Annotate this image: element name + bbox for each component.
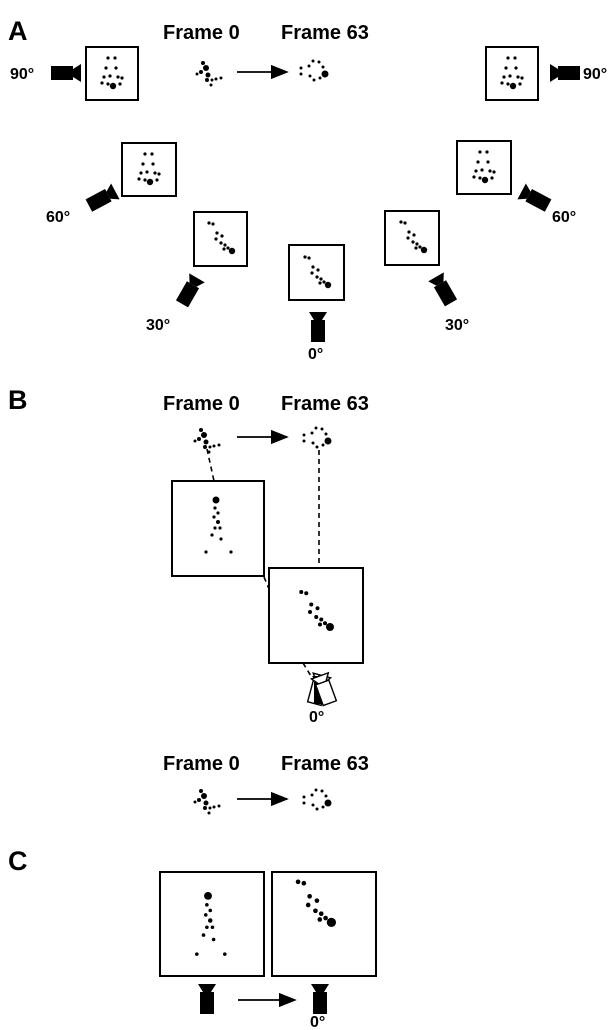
view-box-diagonal-c bbox=[271, 871, 377, 977]
angle-center-0: 0° bbox=[308, 346, 323, 363]
point-light-frame-63-a bbox=[299, 59, 329, 82]
angle-right-30: 30° bbox=[445, 317, 469, 334]
camera-right-90-icon bbox=[550, 64, 580, 82]
panel-c: Frame 0 Frame 63 C 0° bbox=[8, 753, 377, 1030]
angle-left-30: 30° bbox=[146, 317, 170, 334]
frame-0-label-c: Frame 0 bbox=[163, 753, 240, 775]
view-box-right-30 bbox=[384, 210, 440, 266]
panel-letter-c: C bbox=[8, 846, 28, 876]
camera-end-c-icon bbox=[311, 984, 329, 1014]
projection-line-frame-0 bbox=[206, 448, 215, 482]
frame-63-label-a: Frame 63 bbox=[281, 22, 369, 44]
view-box-right-90 bbox=[485, 46, 539, 101]
frame-63-label-b: Frame 63 bbox=[281, 393, 369, 415]
frame-0-label-b: Frame 0 bbox=[163, 393, 240, 415]
panel-letter-b: B bbox=[8, 385, 28, 415]
angle-b: 0° bbox=[309, 709, 324, 726]
camera-center-0-icon bbox=[309, 312, 327, 342]
angle-right-90: 90° bbox=[583, 66, 607, 83]
frame-0-label-a: Frame 0 bbox=[163, 22, 240, 44]
point-light-frame-63-c bbox=[302, 788, 332, 811]
view-box-center-0 bbox=[288, 244, 345, 301]
angle-left-90: 90° bbox=[10, 66, 34, 83]
panel-a: A Frame 0 Frame 63 90° 90° 60° bbox=[8, 16, 607, 363]
angle-right-60: 60° bbox=[552, 209, 576, 226]
angle-c: 0° bbox=[310, 1014, 325, 1030]
camera-left-30-icon bbox=[174, 273, 205, 309]
camera-start-c-icon bbox=[198, 984, 216, 1014]
view-box-diagonal-b bbox=[268, 567, 364, 664]
camera-left-60-icon bbox=[84, 183, 120, 214]
camera-right-60-icon bbox=[517, 183, 553, 214]
view-box-left-90 bbox=[85, 46, 139, 101]
view-box-left-60 bbox=[121, 142, 177, 197]
rotating-camera-icon bbox=[306, 671, 338, 707]
view-box-right-60 bbox=[456, 140, 512, 195]
frame-63-label-c: Frame 63 bbox=[281, 753, 369, 775]
point-light-frame-63-b bbox=[302, 426, 332, 449]
point-light-frame-0-c bbox=[193, 789, 221, 815]
projection-line-camera bbox=[302, 662, 312, 677]
angle-left-60: 60° bbox=[46, 209, 70, 226]
view-box-frontal-b bbox=[171, 480, 265, 577]
camera-right-30-icon bbox=[428, 272, 459, 308]
panel-letter-a: A bbox=[8, 16, 28, 46]
camera-left-90-icon bbox=[51, 64, 81, 82]
panel-b: B Frame 0 Frame 63 bbox=[8, 385, 369, 726]
view-box-left-30 bbox=[193, 211, 248, 267]
point-light-frame-0-a bbox=[195, 61, 223, 87]
view-box-frontal-c bbox=[159, 871, 265, 977]
